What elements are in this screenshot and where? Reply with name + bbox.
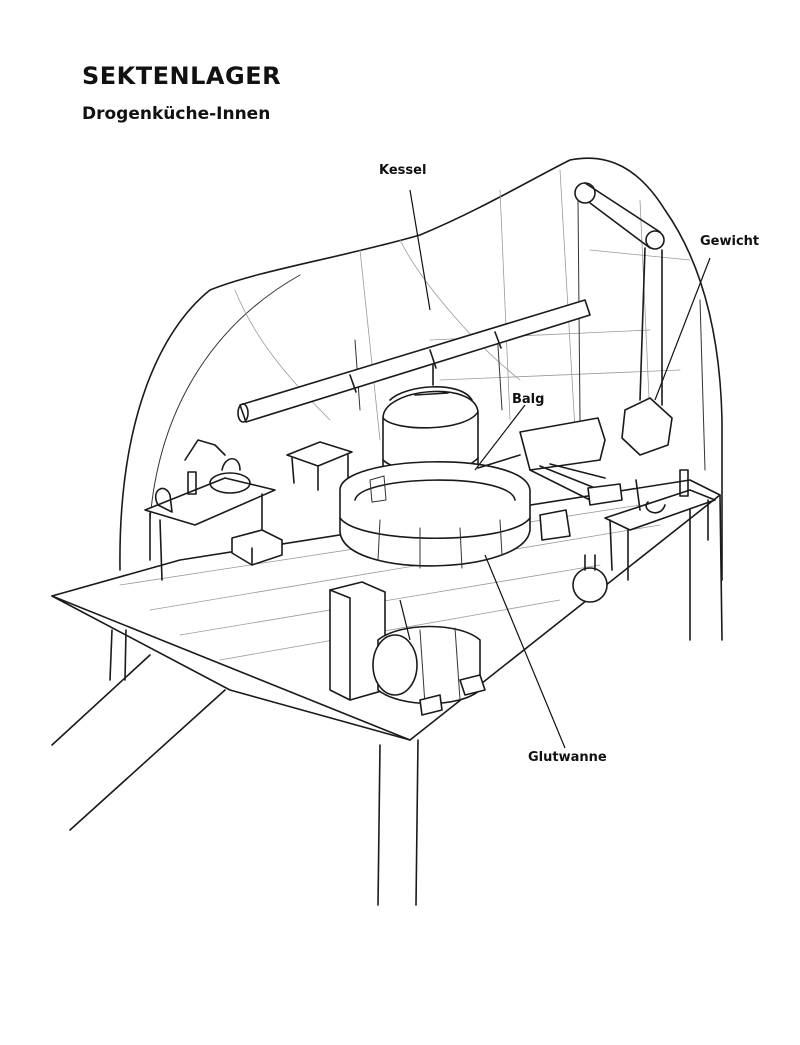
callout-leaders bbox=[399, 189, 711, 749]
left-table bbox=[144, 439, 276, 581]
balg-bellows bbox=[477, 417, 623, 541]
platform-legs bbox=[51, 494, 723, 906]
barrel bbox=[372, 625, 486, 716]
label-glutwanne: Glutwanne bbox=[528, 750, 607, 765]
page-subtitle: Drogenküche-Innen bbox=[82, 104, 271, 124]
glutwanne-hearth bbox=[339, 461, 531, 569]
right-table bbox=[604, 469, 716, 581]
pulley-weight bbox=[574, 182, 673, 456]
floor-flask bbox=[572, 554, 608, 603]
label-kessel: Kessel bbox=[379, 163, 427, 178]
label-gewicht: Gewicht bbox=[700, 234, 760, 249]
hanging-pipe bbox=[237, 299, 591, 423]
steps-crate bbox=[231, 529, 283, 566]
page-title: SEKTENLAGER bbox=[82, 62, 282, 90]
small-stool bbox=[286, 441, 353, 491]
cabinet bbox=[329, 581, 386, 701]
label-balg: Balg bbox=[512, 392, 545, 407]
